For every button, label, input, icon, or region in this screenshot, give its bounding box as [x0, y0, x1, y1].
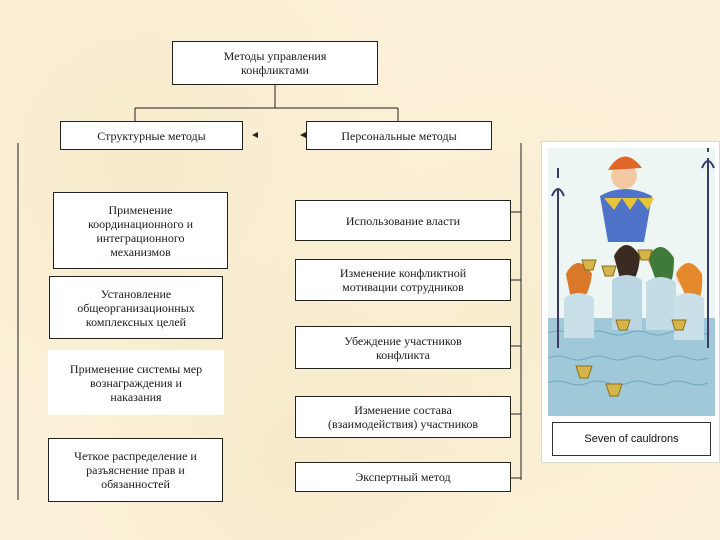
- personal-method-item: Изменение состава (взаимодействия) участ…: [295, 396, 511, 438]
- personal-methods-header: Персональные методы: [306, 121, 492, 150]
- cauldrons-illustration: [548, 148, 715, 416]
- personal-method-item: Использование власти: [295, 200, 511, 241]
- arrow-left-icon: [252, 132, 258, 138]
- personal-method-item: Изменение конфликтной мотивации сотрудни…: [295, 259, 511, 301]
- structural-method-item: Установление общеорганизационных комплек…: [49, 276, 223, 339]
- structural-methods-header: Структурные методы: [60, 121, 243, 150]
- root-node: Методы управления конфликтами: [172, 41, 378, 85]
- structural-method-item: Применение координационного и интеграцио…: [53, 192, 228, 269]
- structural-method-item: Четкое распределение и разъяснение прав …: [48, 438, 223, 502]
- structural-method-item: Применение системы мер вознаграждения и …: [48, 350, 224, 415]
- tarot-card: Seven of cauldrons: [541, 141, 720, 463]
- arrow-right-icon: [300, 132, 306, 138]
- personal-method-item: Убеждение участников конфликта: [295, 326, 511, 369]
- card-caption: Seven of cauldrons: [552, 422, 711, 456]
- personal-method-item: Экспертный метод: [295, 462, 511, 492]
